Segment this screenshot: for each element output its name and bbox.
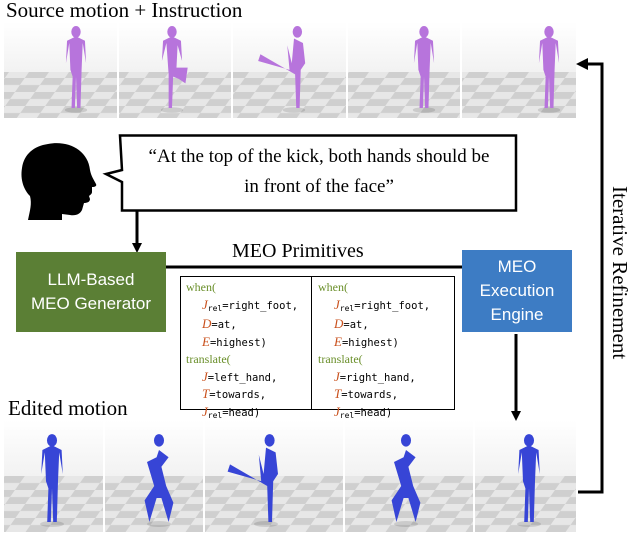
code-panel-divider xyxy=(311,276,312,410)
code-left-when: when( xyxy=(186,280,216,294)
code-right-d-symbol: D xyxy=(334,316,344,332)
llm-box-line-2: MEO Generator xyxy=(31,294,151,313)
edited-figure-2 xyxy=(144,434,174,527)
edited-figure-4 xyxy=(391,434,421,527)
instruction-text: “At the top of the kick, both hands shou… xyxy=(122,142,516,202)
code-block-right: when( Jrel=right_foot, D=at, E=highest) … xyxy=(318,280,430,424)
code-left-d-symbol: D xyxy=(202,316,212,332)
source-motion-heading: Source motion + Instruction xyxy=(6,0,243,22)
code-right-jrel-sub: rel xyxy=(339,303,355,313)
code-left-jr-value: =head) xyxy=(222,406,261,419)
code-left-translate: translate( xyxy=(186,351,231,366)
code-right-j-value: =right_hand, xyxy=(339,371,416,384)
instruction-line-1: “At the top of the kick, both hands shou… xyxy=(148,146,490,167)
llm-meo-generator-box: LLM-Based MEO Generator xyxy=(16,252,166,332)
code-left-jr-sub: rel xyxy=(207,410,223,420)
code-left-jr-symbol: J xyxy=(202,403,208,419)
source-figure-4 xyxy=(412,26,436,113)
edited-figure-3 xyxy=(227,434,278,527)
source-motion-strip xyxy=(4,22,576,118)
source-figure-2 xyxy=(160,26,188,113)
code-right-t-value: =towards, xyxy=(341,389,399,402)
code-right-jr-symbol: J xyxy=(334,403,340,419)
code-right-when: when( xyxy=(318,280,348,294)
meo-code-panel xyxy=(180,276,455,410)
llm-box-line-1: LLM-Based xyxy=(47,270,135,289)
code-left-j-value: =left_hand, xyxy=(207,371,278,384)
code-left-jrel-symbol: J xyxy=(202,296,208,312)
code-right-t-symbol: T xyxy=(334,386,342,402)
code-left-t-symbol: T xyxy=(202,386,210,402)
code-block-left: when( Jrel=right_foot, D=at, E=highest) … xyxy=(186,280,298,424)
edited-motion-strip xyxy=(4,420,576,532)
code-right-translate: translate( xyxy=(318,351,363,366)
code-right-jrel-value: =right_foot, xyxy=(354,299,431,312)
iterative-refinement-label: Iterative Refinement xyxy=(608,186,632,360)
source-figure-3 xyxy=(258,26,306,113)
source-figure-5 xyxy=(537,26,561,113)
code-right-jr-sub: rel xyxy=(339,410,355,420)
edited-motion-heading: Edited motion xyxy=(8,396,128,420)
code-right-j-symbol: J xyxy=(334,368,340,384)
code-right-d-value: =at, xyxy=(343,319,369,332)
engine-box-line-2: Execution xyxy=(479,281,555,300)
source-figure-1 xyxy=(64,26,88,113)
refinement-loop-line xyxy=(578,62,604,494)
code-left-e-symbol: E xyxy=(202,334,210,350)
edited-figure-5 xyxy=(517,434,541,527)
code-right-jr-value: =head) xyxy=(354,406,393,419)
engine-box-line-3: Engine xyxy=(490,305,544,324)
code-left-jrel-value: =right_foot, xyxy=(222,299,299,312)
engine-box-line-1: MEO xyxy=(497,257,537,276)
code-right-e-symbol: E xyxy=(334,334,342,350)
code-left-t-value: =towards, xyxy=(209,389,267,402)
speaker-head-icon xyxy=(21,143,97,220)
code-right-jrel-symbol: J xyxy=(334,296,340,312)
edited-figure-1 xyxy=(40,434,64,527)
code-left-j-symbol: J xyxy=(202,368,208,384)
code-left-d-value: =at, xyxy=(211,319,237,332)
code-right-e-value: =highest) xyxy=(341,337,399,350)
meo-primitives-label: MEO Primitives xyxy=(232,240,364,262)
instruction-line-2: in front of the face” xyxy=(244,176,394,197)
meo-execution-engine-box: MEO Execution Engine xyxy=(462,250,572,332)
code-left-jrel-sub: rel xyxy=(207,303,223,313)
code-left-e-value: =highest) xyxy=(209,337,267,350)
speech-bubble xyxy=(102,134,518,212)
